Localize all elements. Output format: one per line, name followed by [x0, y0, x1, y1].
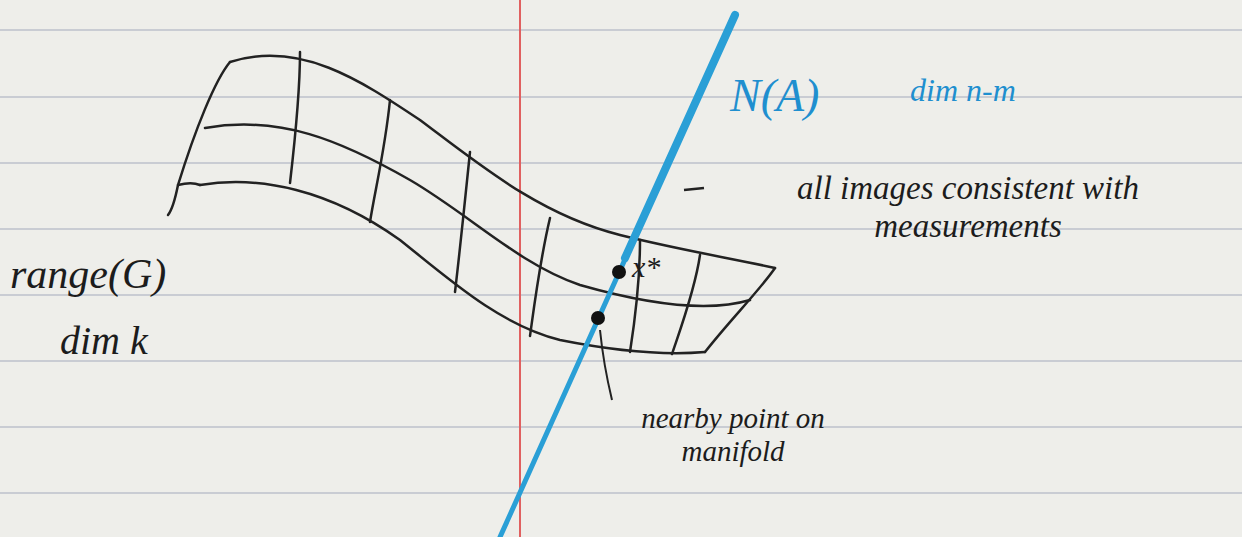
dimension-label: dim n-m [910, 72, 1130, 109]
ruled-lines [0, 30, 1242, 493]
nearby-point [591, 311, 605, 325]
solution-point [612, 265, 626, 279]
point-label: x* [632, 250, 692, 285]
dimension-label: dim k [60, 318, 260, 364]
annotation: all images consistent with measurements [708, 170, 1228, 246]
annotation: nearby point on manifold [598, 402, 868, 469]
margin-line [519, 0, 521, 537]
null-space-line-emphasis [625, 15, 735, 258]
manifold-label: range(G) [10, 250, 250, 298]
leader-line [600, 330, 612, 400]
null-space-label: N(A) [730, 70, 900, 123]
manifold-surface [168, 52, 775, 354]
leader-dash [684, 188, 704, 190]
